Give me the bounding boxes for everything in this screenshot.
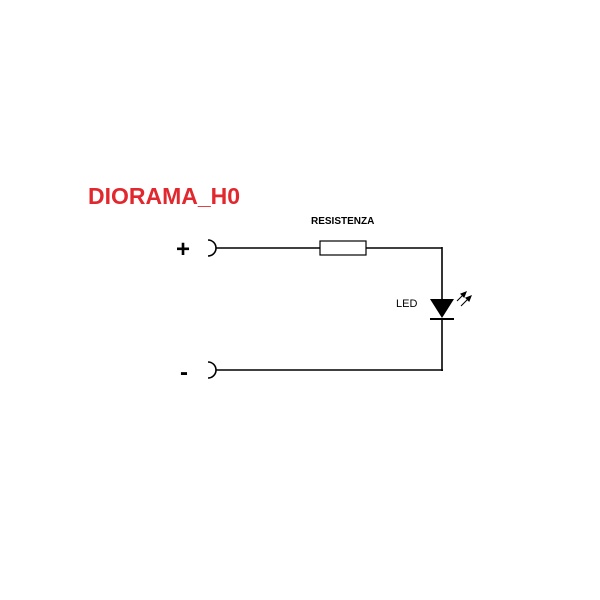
led-light-arrows-icon <box>456 291 472 307</box>
led-label: LED <box>396 298 417 310</box>
led <box>430 291 472 320</box>
resistor <box>319 240 367 256</box>
negative-sign: - <box>180 359 188 386</box>
positive-sign: + <box>176 236 190 263</box>
negative-terminal <box>207 361 217 379</box>
resistor-label: RESISTENZA <box>311 216 374 227</box>
positive-terminal <box>207 239 217 257</box>
diagram-title: DIORAMA_H0 <box>88 183 240 209</box>
led-triangle <box>430 299 454 318</box>
